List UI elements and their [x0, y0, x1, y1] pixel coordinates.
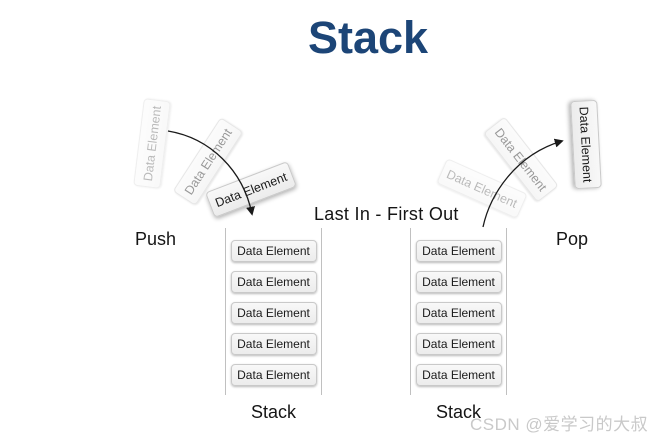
left-stack-element-2: Data Element	[230, 271, 317, 293]
page-title: Stack	[308, 12, 429, 63]
watermark: CSDN @爱学习的大叔	[470, 415, 649, 434]
right-stack-label: Stack	[435, 402, 482, 422]
right-stack-element-2: Data Element	[415, 271, 502, 293]
left-stack-element-3: Data Element	[230, 302, 317, 324]
left-stack-element-4: Data Element	[230, 333, 317, 355]
push-label: Push	[135, 229, 177, 249]
push-incoming-element-3: Data Element	[205, 161, 297, 218]
right-stack-element-3: Data Element	[415, 302, 502, 324]
lifo-caption: Last In - First Out	[314, 204, 459, 224]
right-stack-element-5: Data Element	[415, 364, 502, 386]
left-stack-label: Stack	[250, 402, 297, 422]
left-stack-container: Data Element Data Element Data Element D…	[225, 228, 322, 395]
right-stack-container: Data Element Data Element Data Element D…	[410, 228, 507, 395]
left-stack-element-1: Data Element	[230, 240, 317, 262]
right-stack-element-4: Data Element	[415, 333, 502, 355]
push-incoming-element-1: Data Element	[133, 98, 171, 189]
pop-outgoing-element-3: Data Element	[570, 99, 602, 190]
right-stack-element-1: Data Element	[415, 240, 502, 262]
left-stack-element-5: Data Element	[230, 364, 317, 386]
pop-label: Pop	[556, 229, 589, 249]
